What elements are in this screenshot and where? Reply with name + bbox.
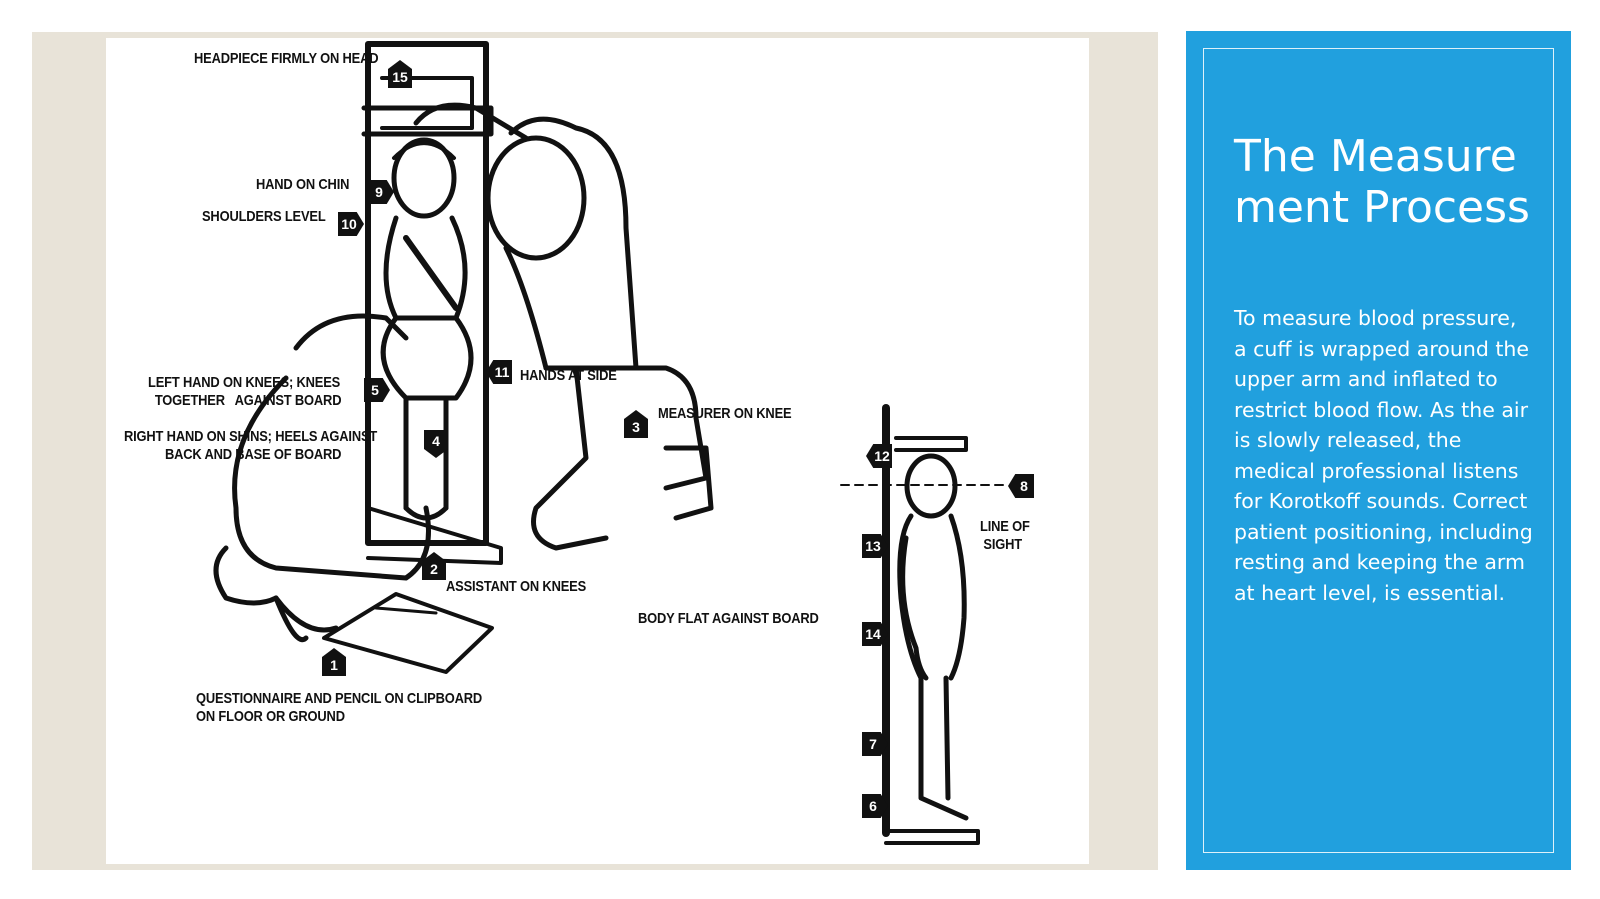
callout-measurer-on-knee: MEASURER ON KNEE: [658, 405, 792, 422]
callout-clipboard: QUESTIONNAIRE AND PENCIL ON CLIPBOARD ON…: [196, 690, 483, 725]
callout-line-of-sight: LINE OF SIGHT: [980, 518, 1030, 553]
height-measurement-illustration: HEADPIECE FIRMLY ON HEAD HAND ON CHIN SH…: [106, 38, 1089, 864]
panel-border: [1203, 48, 1554, 853]
callout-headpiece: HEADPIECE FIRMLY ON HEAD: [194, 50, 379, 67]
callout-right-hand: RIGHT HAND ON SHINS; HEELS AGAINST BACK …: [124, 428, 378, 463]
callout-left-hand: LEFT HAND ON KNEES; KNEES TOGETHER AGAIN…: [148, 374, 342, 409]
callout-body-flat: BODY FLAT AGAINST BOARD: [638, 610, 819, 627]
content-panel: The Measurement Process To measure blood…: [1186, 31, 1571, 870]
callout-hand-on-chin: HAND ON CHIN: [256, 176, 350, 193]
measurement-drawing: [213, 41, 1007, 845]
slide-title: The Measurement Process: [1234, 131, 1530, 233]
slide-body-text: To measure blood pressure, a cuff is wra…: [1234, 306, 1533, 605]
callout-shoulders-level: SHOULDERS LEVEL: [202, 208, 326, 225]
image-frame: HEADPIECE FIRMLY ON HEAD HAND ON CHIN SH…: [32, 32, 1158, 870]
callout-assistant-on-knees: ASSISTANT ON KNEES: [446, 578, 587, 595]
callout-hands-at-side: HANDS AT SIDE: [520, 367, 617, 384]
